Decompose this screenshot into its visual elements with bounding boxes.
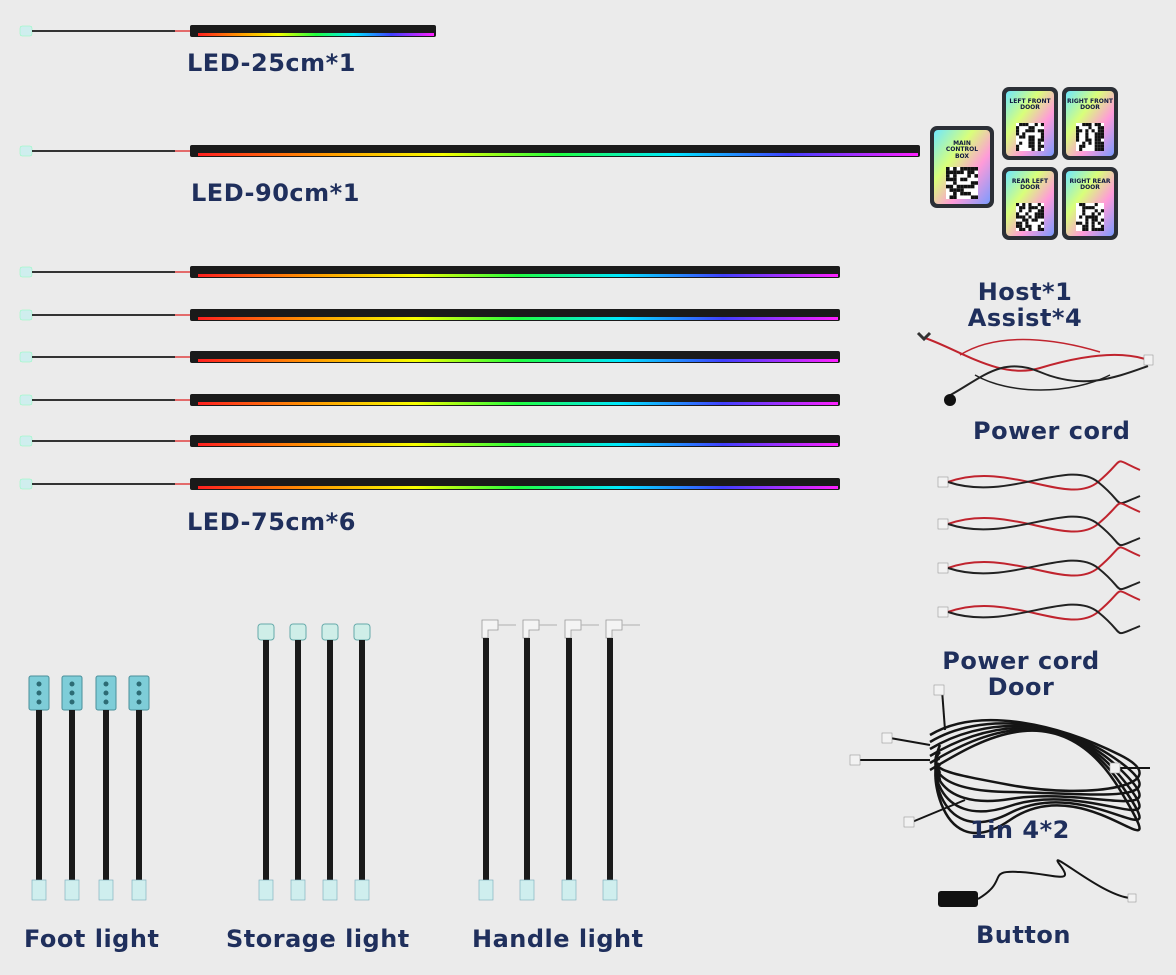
led-90cm-label: LED-90cm*1 [191,179,360,207]
storage-light-label: Storage light [226,925,410,953]
foot-light-icon [28,675,50,901]
led-strip-icon [19,266,840,278]
control-box-icon [1002,167,1058,240]
qr-code-icon [1016,203,1044,231]
power-cord-icon [916,331,1154,406]
handle-light-icon [478,619,516,901]
storage-light-icon [257,623,275,901]
power-cord-door-icon [937,460,1141,505]
led-25cm-label: LED-25cm*1 [187,49,356,77]
handle-light-label: Handle light [472,925,644,953]
control-box-icon [1002,87,1058,160]
control-box-icon [1062,87,1118,160]
power-cord-door-label-line1: Power cord [942,647,1100,675]
power-cord-door-icon [937,502,1141,547]
led-strip-icon [19,394,840,406]
handle-light-icon [519,619,557,901]
qr-code-icon [1076,203,1104,231]
led-strip-icon [19,478,840,490]
storage-light-icon [289,623,307,901]
right-front-door-caption: RIGHT FRONT DOOR [1067,98,1113,112]
control-box-icon [930,126,994,208]
wire-harness-icon [849,684,1150,835]
led-strip-icon [19,351,840,363]
foot-light-icon [95,675,117,901]
button-label: Button [976,921,1071,949]
foot-light-icon [61,675,83,901]
led-75cm-label: LED-75cm*6 [187,508,356,536]
host-label: Host*1 [977,278,1073,306]
led-strip-icon [19,145,920,157]
power-cord-door-icon [937,546,1141,591]
led-strip-icon [19,435,840,447]
led-strip-icon [19,309,840,321]
power-cord-door-label-line2: Door [987,673,1055,701]
main-control-box-caption: MAIN CONTROL BOX [945,140,979,160]
led-strip-icon [19,25,436,37]
control-box-icon [1062,167,1118,240]
button-switch-icon [938,859,1137,907]
power-cord-label: Power cord [973,417,1131,445]
qr-code-icon [1076,123,1104,151]
handle-light-icon [561,619,599,901]
left-front-door-caption: LEFT FRONT DOOR [1009,98,1051,112]
foot-light-icon [128,675,150,901]
rear-left-door-caption: REAR LEFT DOOR [1011,178,1049,192]
storage-light-icon [353,623,371,901]
storage-light-icon [321,623,339,901]
assist-label: Assist*4 [967,304,1083,332]
one-in-four-label: 1in 4*2 [970,816,1070,844]
foot-light-label: Foot light [24,925,160,953]
power-cord-door-icon [937,590,1141,635]
right-rear-door-caption: RIGHT REAR DOOR [1069,178,1111,192]
qr-code-icon [946,167,978,199]
handle-light-icon [602,619,640,901]
qr-code-icon [1016,123,1044,151]
